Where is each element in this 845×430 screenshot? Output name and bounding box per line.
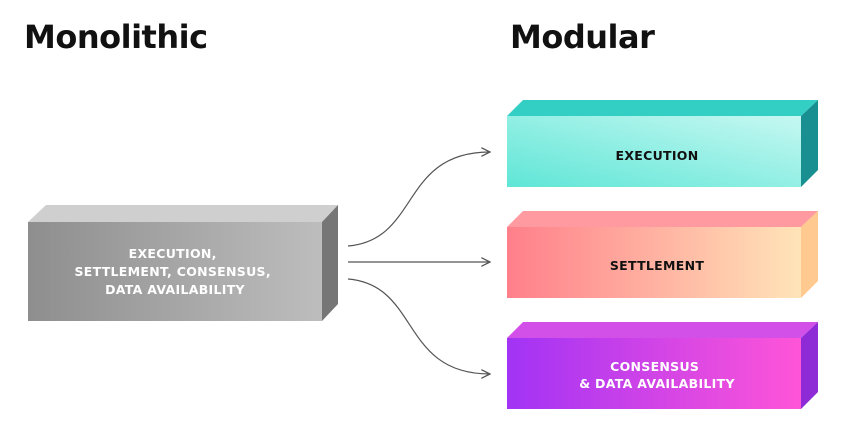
consensus-block-label: CONSENSUS & DATA AVAILABILITY (579, 359, 735, 391)
monolithic-block-side (322, 205, 338, 321)
consensus-label-line: CONSENSUS (610, 359, 699, 374)
execution-label-line: EXECUTION (615, 148, 698, 163)
consensus-block-top (507, 322, 818, 338)
settlement-block-top (507, 211, 818, 227)
consensus-block-front (507, 338, 801, 409)
monolithic-label-line: DATA AVAILABILITY (105, 282, 245, 297)
execution-block-side (801, 100, 818, 187)
monolithic-block: EXECUTION, SETTLEMENT, CONSENSUS, DATA A… (28, 205, 338, 321)
monolithic-title: Monolithic (24, 18, 208, 56)
execution-block-front (507, 116, 801, 187)
arrow-to-execution (347, 152, 490, 247)
monolithic-block-label: EXECUTION, SETTLEMENT, CONSENSUS, DATA A… (74, 246, 275, 297)
settlement-block-front (507, 227, 801, 298)
settlement-block: SETTLEMENT (507, 211, 818, 298)
settlement-block-label: SETTLEMENT (610, 258, 705, 273)
arrows (347, 152, 490, 374)
execution-block-label: EXECUTION (615, 148, 698, 163)
monolithic-label-line: SETTLEMENT, CONSENSUS, (74, 264, 270, 279)
settlement-block-side (801, 211, 818, 298)
consensus-block-side (801, 322, 818, 409)
execution-block-top (507, 100, 818, 116)
settlement-label-line: SETTLEMENT (610, 258, 705, 273)
arrow-to-consensus (347, 278, 490, 374)
consensus-block: CONSENSUS & DATA AVAILABILITY (507, 322, 818, 409)
monolithic-label-line: EXECUTION, (129, 246, 217, 261)
modular-title: Modular (510, 18, 655, 56)
execution-block: EXECUTION (507, 100, 818, 187)
consensus-label-line: & DATA AVAILABILITY (579, 376, 735, 391)
monolithic-block-front (28, 222, 322, 321)
monolithic-block-top (28, 205, 338, 222)
